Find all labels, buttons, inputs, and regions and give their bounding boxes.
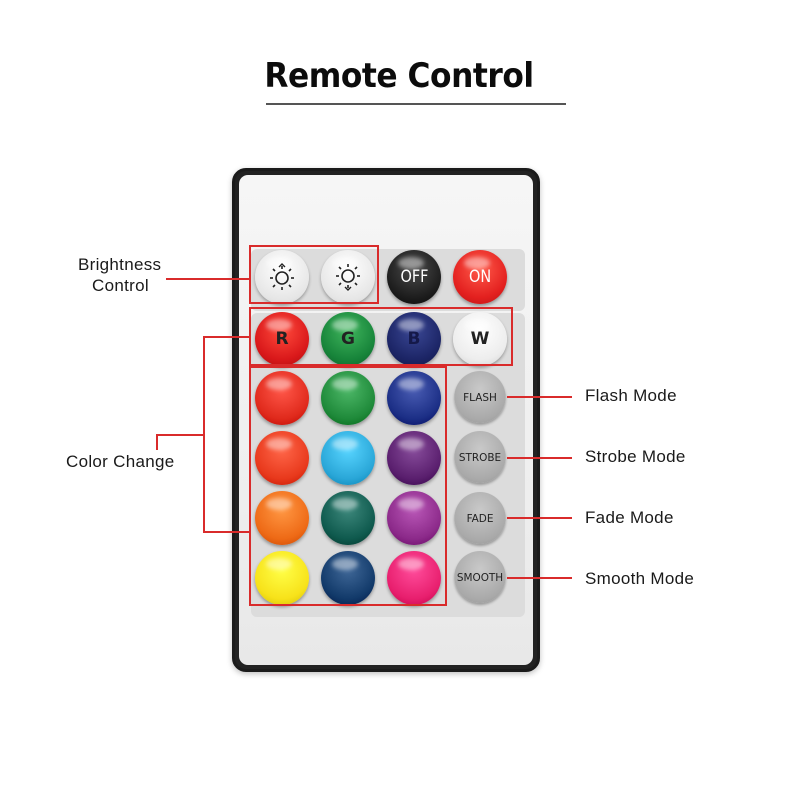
color-button-r3-c2[interactable]: [321, 491, 375, 545]
color-button-r4-c1[interactable]: [255, 551, 309, 605]
color-bracket-bottom: [203, 531, 249, 533]
smooth-mode-callout: Smooth Mode: [585, 569, 695, 588]
color-button-r4-c3[interactable]: [387, 551, 441, 605]
brightness-callout-line2: Control: [92, 276, 149, 295]
smooth-button[interactable]: SMOOTH: [454, 551, 506, 603]
flash-button[interactable]: FLASH: [454, 371, 506, 423]
brightness-highlight-box: [249, 245, 379, 304]
color-change-leader-h: [156, 434, 203, 436]
color-change-callout: Color Change: [66, 452, 175, 471]
brightness-leader-line: [166, 278, 249, 280]
smooth-label: SMOOTH: [456, 570, 504, 584]
r-button[interactable]: R: [255, 312, 309, 366]
fade-mode-callout: Fade Mode: [585, 508, 674, 527]
color-change-leader-v: [156, 434, 158, 450]
color-button-r1-c2[interactable]: [321, 371, 375, 425]
b-button[interactable]: B: [387, 312, 441, 366]
color-button-r3-c3[interactable]: [387, 491, 441, 545]
color-button-r2-c3[interactable]: [387, 431, 441, 485]
brightness-up-icon: [270, 263, 294, 290]
fade-button[interactable]: FADE: [454, 492, 506, 544]
smooth-leader-line: [507, 577, 572, 579]
color-bracket-vertical: [203, 336, 205, 533]
r-label: R: [275, 329, 289, 349]
color-button-r2-c2[interactable]: [321, 431, 375, 485]
strobe-mode-callout: Strobe Mode: [585, 447, 686, 466]
color-button-r2-c1[interactable]: [255, 431, 309, 485]
off-button[interactable]: OFF: [387, 250, 441, 304]
g-label: G: [341, 329, 355, 349]
color-button-r1-c3[interactable]: [387, 371, 441, 425]
strobe-button[interactable]: STROBE: [454, 431, 506, 483]
color-button-r4-c2[interactable]: [321, 551, 375, 605]
on-label: ON: [468, 267, 492, 287]
w-button[interactable]: W: [453, 312, 507, 366]
brightness-callout-line1: Brightness: [78, 255, 162, 274]
color-button-r1-c1[interactable]: [255, 371, 309, 425]
b-label: B: [407, 329, 421, 349]
brightness-down-button[interactable]: [321, 250, 375, 304]
rgbw-highlight-box: [249, 307, 513, 366]
flash-label: FLASH: [463, 390, 497, 404]
strobe-leader-line: [507, 457, 572, 459]
color-bracket-top: [203, 336, 249, 338]
brightness-down-icon: [336, 264, 360, 291]
brightness-up-button[interactable]: [255, 250, 309, 304]
on-button[interactable]: ON: [453, 250, 507, 304]
off-label: OFF: [400, 267, 428, 287]
fade-leader-line: [507, 517, 572, 519]
strobe-label: STROBE: [458, 450, 502, 464]
flash-mode-callout: Flash Mode: [585, 386, 677, 405]
color-button-r3-c1[interactable]: [255, 491, 309, 545]
color-grid-highlight-box: [249, 366, 447, 606]
w-label: W: [470, 329, 490, 349]
flash-leader-line: [507, 396, 572, 398]
fade-label: FADE: [466, 511, 494, 525]
g-button[interactable]: G: [321, 312, 375, 366]
title-underline: [266, 103, 566, 105]
page-title: Remote Control: [264, 56, 534, 96]
